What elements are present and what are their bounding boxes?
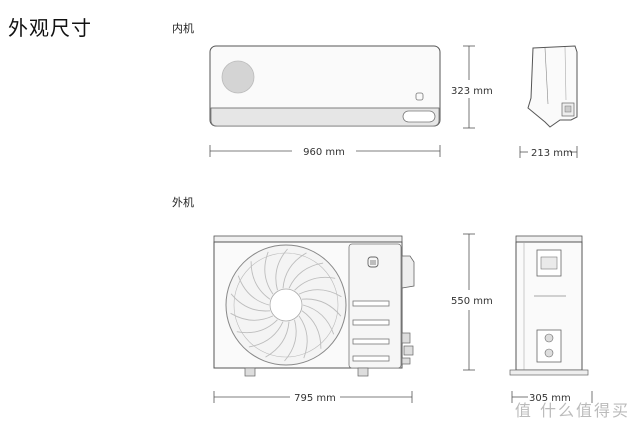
- outdoor-height-dimension: 550 mm: [451, 233, 493, 371]
- vent-slots: [352, 300, 390, 362]
- mi-logo-icon: [415, 92, 424, 101]
- outdoor-depth-dimension: 305 mm: [511, 391, 593, 404]
- indoor-depth-label: 213 mm: [531, 148, 573, 159]
- fan-grille: [225, 244, 347, 366]
- outdoor-unit-front: [213, 235, 415, 377]
- indoor-light-bar: [402, 110, 436, 123]
- outdoor-unit-side: [509, 235, 589, 376]
- outdoor-depth-label: 305 mm: [529, 393, 571, 404]
- indoor-depth-dimension: 213 mm: [519, 146, 578, 159]
- indoor-width-label: 960 mm: [303, 147, 345, 158]
- outdoor-unit-label: 外机: [172, 196, 194, 209]
- mi-logo-icon: [367, 256, 379, 268]
- outdoor-width-label: 795 mm: [294, 393, 336, 404]
- indoor-width-dimension: 960 mm: [209, 145, 441, 158]
- indoor-unit-front: [209, 45, 441, 127]
- watermark: 值 什么值得买: [514, 401, 630, 420]
- indoor-unit-side: [527, 45, 578, 128]
- indoor-unit-label: 内机: [172, 22, 194, 35]
- indoor-height-dimension: 323 mm: [451, 45, 493, 129]
- indoor-display-circle: [221, 60, 255, 94]
- page-title: 外观尺寸: [8, 16, 92, 40]
- outdoor-width-dimension: 795 mm: [213, 391, 413, 404]
- outdoor-height-label: 550 mm: [451, 296, 493, 307]
- indoor-height-label: 323 mm: [451, 86, 493, 97]
